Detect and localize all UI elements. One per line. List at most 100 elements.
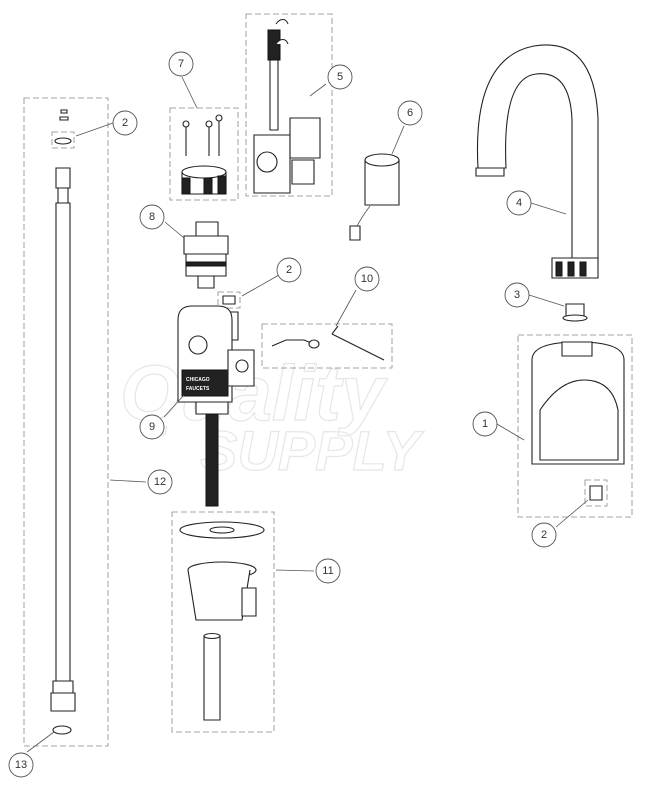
mounting-screws	[185, 118, 220, 156]
cover-opening	[539, 379, 619, 461]
callout-circle	[472, 411, 498, 437]
callout-10[interactable]: 10	[354, 266, 380, 292]
body-label-line1: CHICAGO	[186, 377, 210, 383]
sensor-module-box	[245, 13, 333, 197]
callout-7[interactable]: 7	[168, 51, 194, 77]
washer-2b	[222, 295, 236, 305]
callout-2-cartridge-washer[interactable]: 2	[276, 257, 302, 283]
adjustment-key	[271, 339, 315, 347]
callout-number: 12	[154, 476, 166, 488]
lock-nut-ribs	[181, 175, 227, 195]
washer-box-2b	[217, 291, 241, 309]
callout-circle	[531, 522, 557, 548]
spout-tube	[476, 44, 599, 261]
washer-2c	[589, 485, 603, 501]
cover-collar	[561, 341, 593, 357]
callout-8[interactable]: 8	[139, 204, 165, 230]
leader-c10	[335, 289, 357, 327]
callout-6[interactable]: 6	[397, 100, 423, 126]
callout-12[interactable]: 12	[147, 469, 173, 495]
battery-wire	[355, 205, 371, 229]
sensor-clip	[291, 159, 315, 185]
callout-circle	[327, 64, 353, 90]
body-shank-base	[195, 401, 229, 415]
hose-bottom-nut	[50, 692, 76, 712]
gooseneck-spout	[475, 44, 599, 279]
sensor-wire-clips	[275, 18, 289, 45]
callout-circle	[8, 752, 34, 778]
callout-2-hose-washer[interactable]: 2	[112, 110, 138, 136]
callout-circle	[276, 257, 302, 283]
callout-circle	[147, 469, 173, 495]
callout-number: 9	[149, 421, 155, 433]
callout-number: 10	[361, 273, 373, 285]
callout-1[interactable]: 1	[472, 411, 498, 437]
screw-head-3	[215, 114, 223, 122]
faucet-body: CHICAGO FAUCETS	[177, 305, 255, 507]
service-tools	[271, 325, 385, 361]
cartridge-stem	[197, 275, 215, 289]
callout-5[interactable]: 5	[327, 64, 353, 90]
callout-number: 2	[541, 529, 547, 541]
leader-c3	[528, 294, 565, 307]
gasket-13	[52, 725, 72, 735]
battery-box	[364, 159, 400, 206]
sensor-module	[253, 18, 321, 194]
callout-4[interactable]: 4	[506, 190, 532, 216]
cartridge-cap	[183, 235, 229, 255]
leader-c11	[275, 569, 315, 572]
leader-c5	[309, 83, 327, 97]
mounting-cup-tab	[241, 587, 257, 617]
callout-number: 8	[149, 211, 155, 223]
leader-c7	[181, 76, 198, 109]
watermark-line2: SUPPLY	[200, 419, 425, 482]
battery-plug	[349, 225, 361, 241]
adapter-flange	[562, 314, 588, 322]
leader-c1	[496, 423, 525, 441]
callout-3[interactable]: 3	[504, 282, 530, 308]
leader-c4	[530, 202, 567, 215]
supply-hose	[55, 202, 71, 682]
cartridge-top-fitting	[195, 221, 219, 237]
hose-bottom-ferrule	[52, 680, 74, 694]
hose-top-ferrule	[57, 187, 69, 204]
leader-c8	[164, 221, 185, 239]
callouts: 1 2 2 2 3 4 5 6	[8, 51, 557, 778]
spout-outlet	[475, 167, 505, 177]
cartridge-band	[185, 261, 227, 267]
body-port	[188, 335, 208, 355]
callout-number: 5	[337, 71, 343, 83]
supply-hose-box	[23, 97, 109, 747]
washer-2b-assembly	[217, 291, 241, 309]
callout-13[interactable]: 13	[8, 752, 34, 778]
callout-circle	[168, 51, 194, 77]
callout-number: 1	[482, 418, 488, 430]
hex-wrench	[331, 333, 385, 361]
base-gasket-hole	[209, 526, 235, 534]
callout-number: 6	[407, 107, 413, 119]
body-side-port	[235, 359, 249, 373]
leader-c13	[26, 731, 55, 753]
sensor-eye	[256, 151, 278, 173]
spout-adapter	[562, 303, 588, 322]
callout-circle	[354, 266, 380, 292]
leader-c9	[163, 394, 185, 418]
callout-number: 13	[15, 759, 27, 771]
callout-number: 3	[514, 289, 520, 301]
callout-circle	[139, 204, 165, 230]
callout-9[interactable]: 9	[139, 414, 165, 440]
screw-head-2	[205, 120, 213, 128]
leader-lines	[26, 76, 589, 753]
washer-box-2a	[51, 131, 75, 149]
callout-11[interactable]: 11	[315, 558, 341, 584]
callout-2-cover-washer[interactable]: 2	[531, 522, 557, 548]
callout-number: 2	[122, 117, 128, 129]
top-screw	[59, 109, 69, 121]
mounting-hardware	[181, 114, 227, 195]
threaded-rod	[205, 413, 219, 507]
mounting-tube-top	[203, 632, 221, 640]
callout-circle	[397, 100, 423, 126]
battery-top	[364, 153, 400, 167]
washer-box-2c	[584, 479, 608, 507]
spout-nut-ribs	[555, 261, 587, 277]
